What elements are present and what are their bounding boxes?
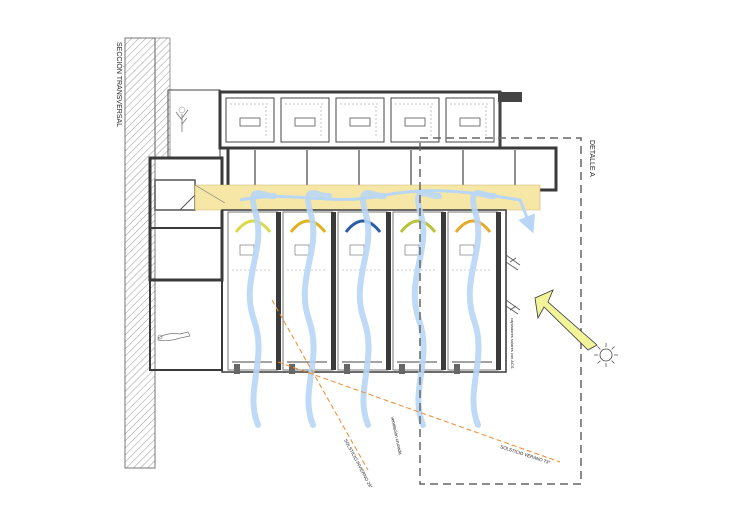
terrace-wall <box>167 89 221 159</box>
cross-ventilation-label: ventilación cruzada <box>390 416 403 455</box>
top-unit <box>335 97 385 143</box>
stair-steps <box>194 184 226 204</box>
top-floor-units <box>218 90 502 150</box>
top-unit <box>225 97 275 143</box>
air-flow-stream <box>466 190 497 428</box>
lower-unit <box>447 211 501 374</box>
winter-solstice-label: SOLSTICIO INVIERNO 29° <box>343 438 373 489</box>
air-flow-stream <box>301 190 332 428</box>
facade-louvers <box>505 210 521 372</box>
section-title: SECCIÓN TRANSVERSAL <box>115 42 124 127</box>
top-unit <box>280 97 330 143</box>
air-flow-plenum <box>239 189 536 234</box>
lower-terrace <box>149 279 223 371</box>
detail-label: DETALLE A <box>588 140 595 177</box>
staircase <box>148 156 224 282</box>
lower-unit <box>227 211 281 374</box>
summer-solstice-label: SOLSTICIO VERANO 73° <box>500 444 551 465</box>
winter-solstice-line <box>271 299 369 471</box>
top-unit <box>445 97 495 143</box>
middle-floor <box>226 146 558 192</box>
summer-solstice-line <box>277 361 561 463</box>
air-flow-stream <box>411 190 442 428</box>
air-flow-stream <box>246 190 277 428</box>
detail-box <box>419 137 582 485</box>
sun-ray-arrow-icon <box>534 289 598 351</box>
top-unit <box>390 97 440 143</box>
sun-icon <box>594 343 618 367</box>
air-flow-paths <box>239 189 536 428</box>
lower-unit <box>282 211 336 374</box>
lower-unit <box>337 211 391 374</box>
lower-floor-units <box>221 209 507 374</box>
person-figure-icon <box>157 331 191 342</box>
roof-parapet <box>498 92 522 102</box>
air-flow-stream <box>356 190 387 428</box>
facade-note: captadores solares con ACS <box>510 318 515 369</box>
tree-icon <box>175 106 189 132</box>
